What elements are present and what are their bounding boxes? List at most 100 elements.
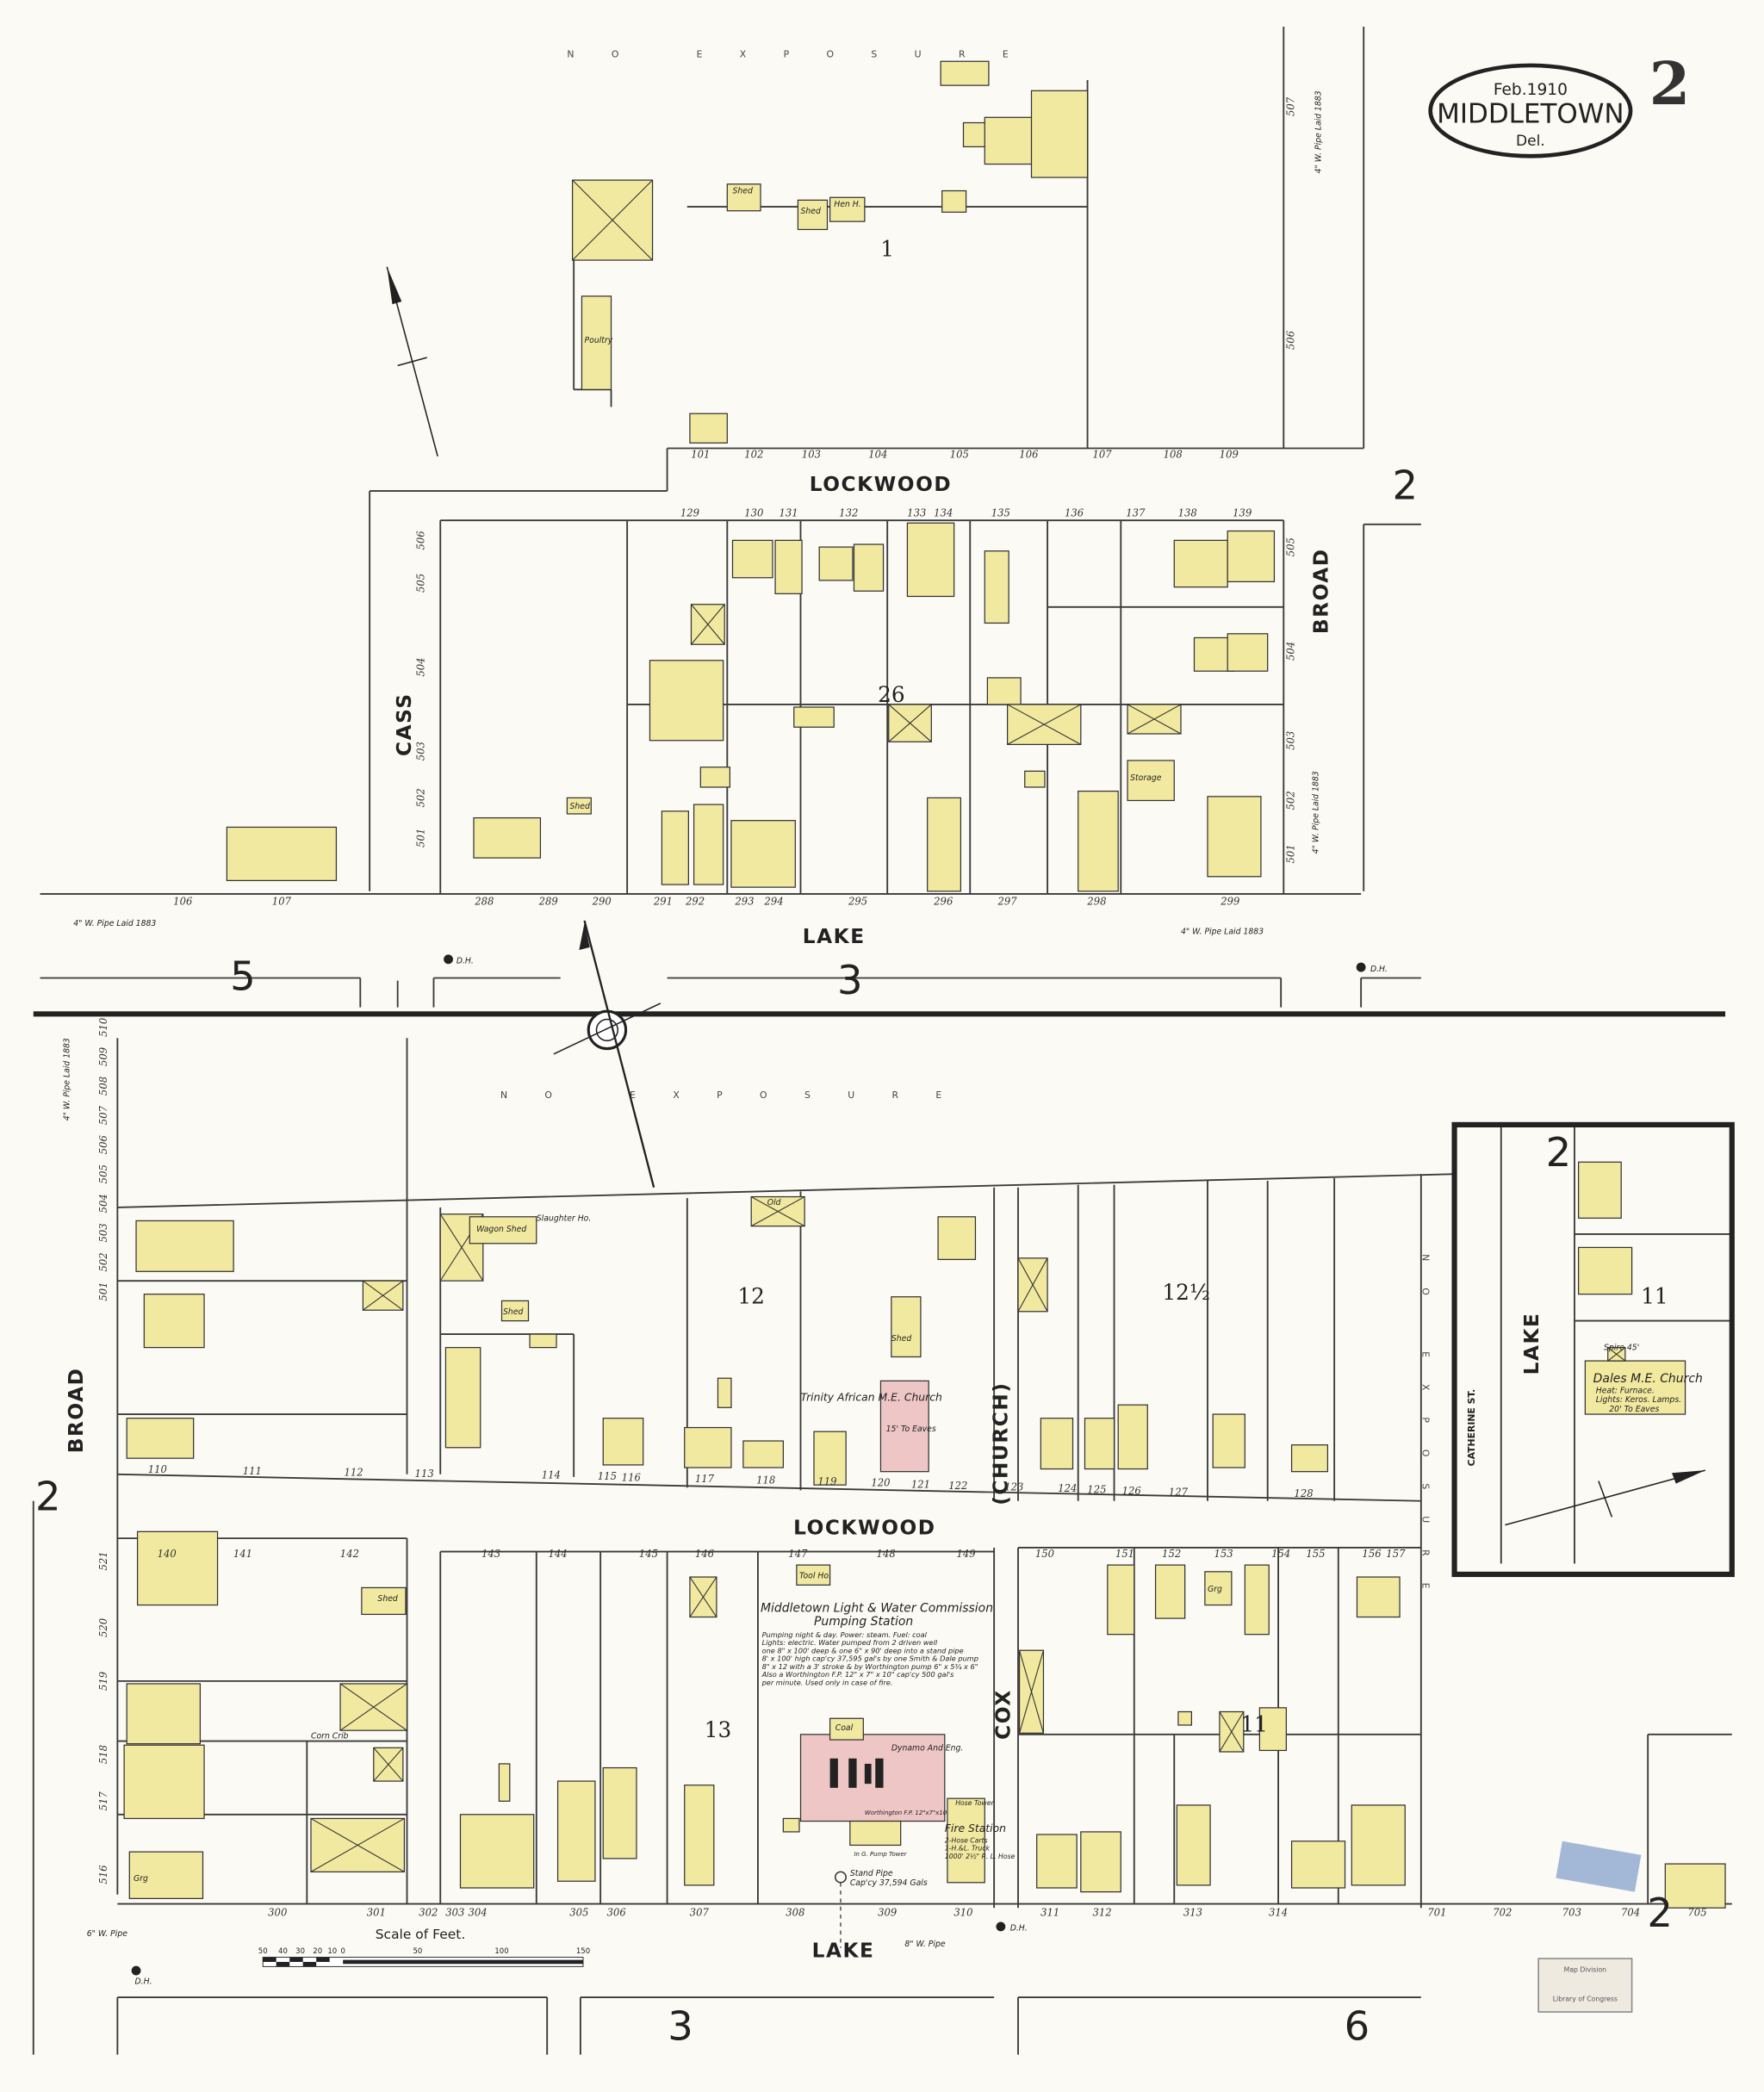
frame-building (1040, 1418, 1074, 1470)
address-number: 107 (272, 895, 292, 907)
pump-tower-label: In G. Pump Tower (854, 1851, 907, 1858)
frame-building (123, 1744, 205, 1820)
pumping-note: Lights: electric. Water pumped from 2 dr… (762, 1638, 938, 1647)
building-cross (1007, 704, 1082, 745)
scale-tick-label: 30 (295, 1947, 305, 1956)
street-cox: COX (992, 1689, 1016, 1740)
address-number: 302 (419, 1907, 438, 1919)
scale-tick-label: 10 (327, 1947, 337, 1956)
frame-building (730, 820, 796, 888)
north-arrow-icon (1505, 1469, 1706, 1526)
frame-building (126, 1683, 202, 1745)
pumping-note: one 8" x 100' deep & one 6" x 90' deep i… (762, 1646, 964, 1654)
frame-building (1117, 1404, 1148, 1470)
frame-building (126, 1418, 195, 1459)
address-number: 520 (97, 1617, 109, 1637)
trinity-church-label: Trinity African M.E. Church 15' To Eaves (801, 1391, 942, 1435)
address-number: 150 (1035, 1548, 1055, 1560)
address-number: 309 (878, 1907, 898, 1919)
map-date: Feb.1910 (1494, 81, 1568, 99)
scale-tick-label: 50 (258, 1947, 268, 1956)
label-garage: Grg (134, 1874, 148, 1884)
address-number: 123 (1004, 1481, 1023, 1493)
address-number: 112 (344, 1466, 363, 1478)
building-cross (339, 1683, 407, 1731)
frame-building (661, 810, 689, 885)
frame-building (818, 546, 854, 581)
address-number: 289 (538, 895, 559, 907)
address-number: 106 (1019, 448, 1038, 460)
address-number: 296 (933, 895, 953, 907)
address-number: 129 (680, 507, 700, 519)
church-heat: Heat: Furnace. (1596, 1386, 1655, 1395)
block-number: 11 (1641, 1283, 1668, 1308)
building-cross (689, 1576, 717, 1617)
church-name: Trinity African M.E. Church (801, 1391, 942, 1404)
fire-station-label: Hose Tower Fire Station 2-Hose Carts 1-H… (945, 1799, 1016, 1860)
pumping-station-title: Middletown Light & Water Commission (761, 1601, 993, 1615)
frame-building (927, 797, 962, 892)
frame-building (1258, 1707, 1287, 1752)
street-lake-top: LAKE (803, 925, 866, 948)
street-catherine: CATHERINE ST. (1466, 1389, 1477, 1467)
label-hen-house: Hen H. (834, 200, 860, 209)
frame-building (693, 804, 724, 885)
building-cross (1607, 1347, 1626, 1362)
address-number: 140 (158, 1548, 177, 1560)
lot-line (117, 1173, 1455, 1208)
frame-building (726, 183, 761, 212)
address-number: 703 (1562, 1907, 1581, 1919)
address-number: 504 (1285, 642, 1297, 661)
scale-tick-label: 40 (278, 1947, 288, 1956)
scale-tick-label: 100 (494, 1947, 508, 1956)
address-number: 153 (1214, 1548, 1233, 1560)
address-number: 141 (233, 1548, 252, 1560)
dales-church-label: Spire 45' Dales M.E. Church Heat: Furnac… (1593, 1344, 1703, 1414)
frame-building (940, 60, 990, 86)
address-number: 152 (1162, 1548, 1181, 1560)
address-number: 516 (97, 1865, 109, 1884)
lot-line (117, 1473, 1421, 1502)
frame-building (226, 826, 338, 882)
frame-building (128, 1851, 204, 1899)
pumping-station-notes: Middletown Light & Water Commission Pump… (761, 1601, 993, 1948)
address-number: 132 (839, 507, 858, 519)
frame-building (1078, 791, 1119, 892)
street-lockwood-top: LOCKWOOD (810, 473, 953, 496)
frame-building (1290, 1841, 1346, 1889)
address-number: 504 (97, 1194, 109, 1213)
frame-building (813, 1431, 847, 1486)
address-number: 501 (415, 829, 427, 847)
pipe-label: 4" W. Pipe Laid 1883 (73, 919, 156, 928)
frame-building (1127, 760, 1175, 802)
adjoining-sheet: 2 (35, 1474, 61, 1520)
engine-icon (864, 1763, 872, 1785)
pumping-note: Also a Worthington F.P. 12" x 7" x 10" c… (761, 1670, 955, 1679)
frame-building (947, 1797, 985, 1884)
label-dh: D.H. (1370, 965, 1388, 974)
address-number: 148 (877, 1548, 896, 1560)
adjoining-sheet: 2 (1392, 462, 1418, 508)
frame-building (1212, 1413, 1245, 1468)
frame-building (1107, 1564, 1135, 1636)
label-shed: Shed (570, 802, 590, 811)
address-number: 505 (415, 574, 427, 593)
address-number: 304 (469, 1907, 488, 1919)
address-number: 101 (691, 448, 710, 460)
pumping-note: 8" x 12 with a 3' stroke & by Worthingto… (762, 1662, 978, 1671)
blue-stamp (1556, 1841, 1642, 1892)
frame-building (556, 1780, 596, 1882)
frame-building (566, 797, 592, 815)
frame-building (796, 1564, 831, 1586)
street-cass: CASS (393, 692, 416, 756)
address-number: 295 (848, 895, 867, 907)
hydrant-icon (131, 1965, 141, 1976)
street-church: (CHURCH) (990, 1381, 1013, 1505)
label-shed: Shed (733, 187, 753, 196)
buildings (123, 60, 1726, 1909)
address-number: 133 (907, 507, 926, 519)
block-number: 1 (880, 236, 894, 261)
pipe-label: 4" W. Pipe Laid 1883 (63, 1038, 72, 1120)
building-labels: Shed Shed Hen H. Poultry Storage Shed Wa… (134, 187, 1388, 1987)
